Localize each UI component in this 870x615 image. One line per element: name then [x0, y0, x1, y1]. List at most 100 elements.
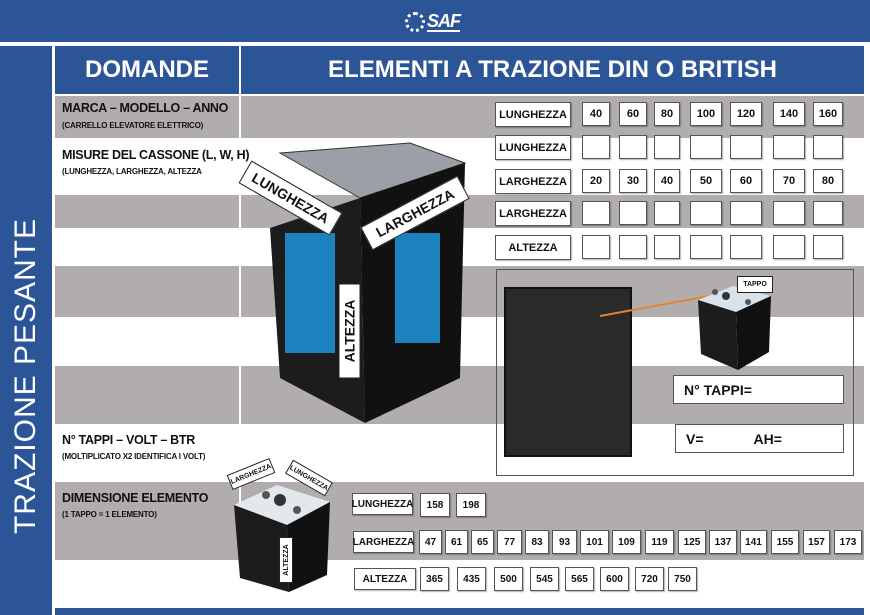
- grid-input-box[interactable]: [730, 135, 762, 159]
- grid-input-box[interactable]: [582, 235, 610, 259]
- grid-input-box[interactable]: [773, 235, 805, 259]
- question-title: DIMENSIONE ELEMENTO: [62, 491, 209, 505]
- length-label: LUNGHEZZA: [352, 493, 413, 515]
- grid-value-box: 40: [654, 169, 680, 193]
- battery-wiring-photo: [504, 287, 632, 457]
- width-value: 173: [834, 530, 862, 554]
- volt-label: V=: [686, 430, 704, 447]
- height-value: 750: [668, 567, 697, 591]
- top-bar: SAF: [0, 0, 870, 44]
- grid-row-label: LUNGHEZZA: [495, 102, 571, 127]
- grid-input-box[interactable]: [582, 201, 610, 225]
- height-value: 720: [635, 567, 664, 591]
- question-subtitle: (LUNGHEZZA, LARGHEZZA, ALTEZZA: [62, 167, 202, 176]
- grid-input-box[interactable]: [730, 201, 762, 225]
- side-panel: TRAZIONE PESANTE: [0, 46, 52, 615]
- column-divider: [239, 94, 241, 610]
- width-value: 125: [678, 530, 706, 554]
- grid-value-box: 80: [813, 169, 843, 193]
- grid-row-label: ALTEZZA: [495, 235, 571, 260]
- header-domande: DOMANDE: [55, 46, 239, 94]
- grid-value-box: 160: [813, 102, 843, 126]
- grid-value-box: 60: [619, 102, 647, 126]
- grid-input-box[interactable]: [619, 135, 647, 159]
- gear-icon: [405, 12, 425, 32]
- row-band: [55, 96, 864, 138]
- width-value: 141: [740, 530, 767, 554]
- grid-value-box: 60: [730, 169, 762, 193]
- height-tag: ALTEZZA: [338, 283, 361, 379]
- cap-tag: TAPPO: [737, 276, 773, 293]
- width-value: 109: [612, 530, 641, 554]
- caps-field[interactable]: N° TAPPI=: [673, 375, 844, 404]
- element-height-tag: ALTEZZA: [279, 537, 293, 583]
- grid-value-box: 140: [773, 102, 805, 126]
- grid-input-box[interactable]: [690, 201, 722, 225]
- height-value: 545: [530, 567, 559, 591]
- grid-input-box[interactable]: [773, 135, 805, 159]
- width-value: 119: [645, 530, 674, 554]
- ah-label: AH=: [753, 430, 782, 447]
- grid-value-box: 20: [582, 169, 610, 193]
- grid-input-box[interactable]: [813, 135, 843, 159]
- width-value: 137: [709, 530, 737, 554]
- saf-logo: SAF: [405, 10, 465, 34]
- height-label: ALTEZZA: [354, 568, 416, 590]
- width-value: 65: [471, 530, 494, 554]
- question-title: MISURE DEL CASSONE (L, W, H): [62, 148, 250, 162]
- grid-value-box: 50: [690, 169, 722, 193]
- width-value: 157: [803, 530, 830, 554]
- grid-value-box: 70: [773, 169, 805, 193]
- width-value: 61: [445, 530, 468, 554]
- grid-input-box[interactable]: [813, 201, 843, 225]
- length-value: 198: [456, 493, 486, 517]
- element-cell-illustration: [234, 485, 330, 592]
- length-value: 158: [420, 493, 450, 517]
- height-value: 365: [420, 567, 449, 591]
- width-label: LARGHEZZA: [353, 531, 414, 553]
- grid-value-box: 80: [654, 102, 680, 126]
- width-value: 83: [525, 530, 549, 554]
- height-value: 500: [494, 567, 523, 591]
- grid-input-box[interactable]: [582, 135, 610, 159]
- width-value: 155: [771, 530, 799, 554]
- cell-illustration: [698, 286, 771, 370]
- question-title: MARCA – MODELLO – ANNO: [62, 101, 229, 115]
- header-elementi: ELEMENTI A TRAZIONE DIN O BRITISH: [241, 46, 864, 94]
- grid-value-box: 30: [619, 169, 647, 193]
- question-title: N° TAPPI – VOLT – BTR: [62, 433, 195, 447]
- width-value: 77: [497, 530, 522, 554]
- question-subtitle: (MOLTIPLICATO X2 IDENTIFICA I VOLT): [62, 452, 206, 461]
- bottom-bar: [55, 608, 864, 615]
- grid-input-box[interactable]: [654, 201, 680, 225]
- width-value: 47: [419, 530, 442, 554]
- grid-value-box: 100: [690, 102, 722, 126]
- grid-input-box[interactable]: [773, 201, 805, 225]
- grid-row-label: LARGHEZZA: [495, 201, 571, 226]
- grid-input-box[interactable]: [654, 235, 680, 259]
- photo-frame: [496, 269, 854, 476]
- grid-input-box[interactable]: [690, 135, 722, 159]
- grid-value-box: 120: [730, 102, 762, 126]
- question-subtitle: (CARRELLO ELEVATORE ELETTRICO): [62, 121, 204, 130]
- grid-input-box[interactable]: [813, 235, 843, 259]
- side-title: TRAZIONE PESANTE: [9, 217, 42, 535]
- arrow-line: [600, 293, 720, 317]
- height-value: 600: [600, 567, 629, 591]
- height-value: 565: [565, 567, 594, 591]
- grid-input-box[interactable]: [690, 235, 722, 259]
- grid-row-label: LUNGHEZZA: [495, 135, 571, 160]
- grid-input-box[interactable]: [654, 135, 680, 159]
- logo-text: SAF: [427, 11, 461, 32]
- grid-input-box[interactable]: [730, 235, 762, 259]
- volt-ah-field[interactable]: V= AH=: [675, 424, 844, 453]
- grid-input-box[interactable]: [619, 235, 647, 259]
- grid-value-box: 40: [582, 102, 610, 126]
- width-value: 93: [552, 530, 577, 554]
- width-value: 101: [580, 530, 609, 554]
- question-subtitle: (1 TAPPO = 1 ELEMENTO): [62, 510, 157, 519]
- grid-row-label: LARGHEZZA: [495, 169, 571, 194]
- grid-input-box[interactable]: [619, 201, 647, 225]
- height-value: 435: [457, 567, 486, 591]
- caps-label: N° TAPPI=: [684, 381, 752, 398]
